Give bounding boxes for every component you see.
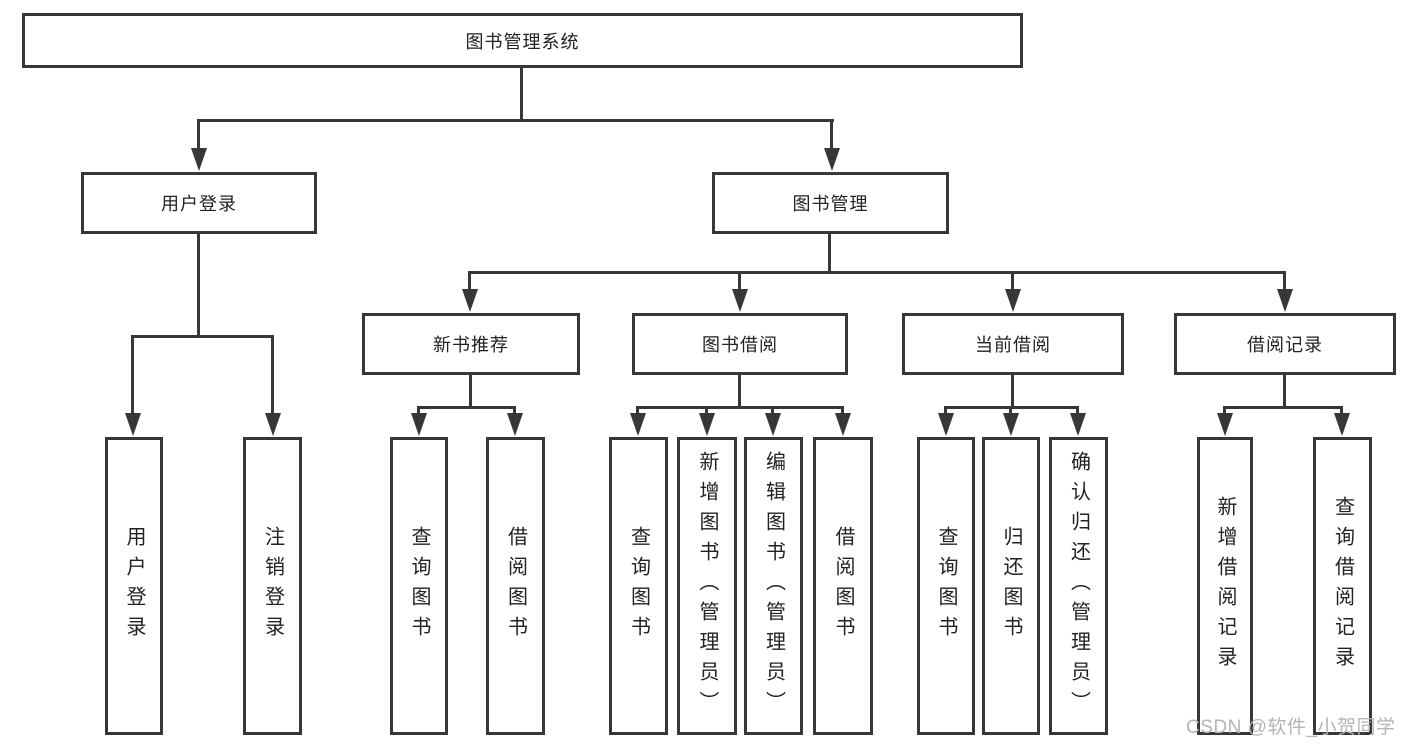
- connector-line: [417, 406, 516, 409]
- connector-line: [520, 68, 523, 121]
- connector-line: [417, 407, 420, 416]
- arrowhead-down-icon: [265, 413, 281, 436]
- node-book-management: 图书管理: [712, 172, 949, 234]
- arrowhead-down-icon: [462, 289, 478, 312]
- leaf-query-books-2: 查询图书: [609, 437, 668, 735]
- connector-line: [469, 375, 472, 409]
- arrowhead-down-icon: [824, 148, 840, 171]
- leaf-user-login-label: 用户登录: [123, 526, 145, 646]
- node-borrow-records-label: 借阅记录: [1247, 335, 1323, 355]
- arrowhead-down-icon: [699, 413, 715, 436]
- leaf-borrow-books-1: 借阅图书: [486, 437, 545, 735]
- node-book-management-label: 图书管理: [792, 194, 869, 214]
- arrowhead-down-icon: [1003, 413, 1019, 436]
- connector-line: [738, 272, 741, 293]
- arrowhead-down-icon: [732, 289, 748, 312]
- connector-line: [1340, 407, 1343, 416]
- node-current-borrow: 当前借阅: [902, 313, 1124, 375]
- connector-line: [468, 272, 471, 293]
- leaf-add-borrow-record: 新增借阅记录: [1197, 437, 1253, 735]
- arrowhead-down-icon: [765, 413, 781, 436]
- connector-line: [131, 336, 134, 414]
- leaf-borrow-books-2-label: 借阅图书: [832, 526, 854, 646]
- leaf-return-books: 归还图书: [982, 437, 1040, 735]
- connector-line: [197, 120, 200, 152]
- node-borrow-records: 借阅记录: [1174, 313, 1396, 375]
- arrowhead-down-icon: [1070, 413, 1086, 436]
- connector-line: [513, 407, 516, 416]
- connector-line: [636, 406, 844, 409]
- node-root-label: 图书管理系统: [465, 31, 580, 52]
- arrowhead-down-icon: [1005, 289, 1021, 312]
- connector-line: [468, 271, 1286, 274]
- arrowhead-down-icon: [411, 413, 427, 436]
- arrowhead-down-icon: [191, 148, 207, 171]
- leaf-add-books-admin: 新增图书（管理员）: [677, 437, 737, 735]
- connector-line: [944, 407, 947, 416]
- connector-line: [738, 375, 741, 409]
- arrowhead-down-icon: [1334, 413, 1350, 436]
- connector-line: [1011, 375, 1014, 409]
- connector-line: [705, 407, 708, 416]
- leaf-query-borrow-record-label: 查询借阅记录: [1331, 496, 1354, 676]
- leaf-query-books-1: 查询图书: [390, 437, 448, 735]
- connector-line: [131, 335, 274, 338]
- leaf-logout-label: 注销登录: [261, 526, 284, 646]
- connector-line: [1223, 407, 1226, 416]
- leaf-borrow-books-2: 借阅图书: [813, 437, 873, 735]
- leaf-query-books-3-label: 查询图书: [935, 526, 957, 646]
- arrowhead-down-icon: [1217, 413, 1233, 436]
- node-current-borrow-label: 当前借阅: [975, 335, 1051, 355]
- connector-line: [636, 407, 639, 416]
- leaf-query-borrow-record: 查询借阅记录: [1313, 437, 1372, 735]
- connector-line: [771, 407, 774, 416]
- node-user-login: 用户登录: [81, 172, 317, 234]
- arrowhead-down-icon: [125, 413, 141, 436]
- arrowhead-down-icon: [630, 413, 646, 436]
- connector-line: [830, 120, 833, 152]
- connector-line: [1011, 272, 1014, 293]
- leaf-add-books-admin-label: 新增图书（管理员）: [696, 451, 718, 721]
- connector-line: [197, 119, 834, 122]
- connector-line: [828, 234, 831, 274]
- leaf-confirm-return-admin: 确认归还（管理员）: [1049, 437, 1108, 735]
- connector-line: [1009, 407, 1012, 416]
- leaf-add-borrow-record-label: 新增借阅记录: [1214, 496, 1236, 676]
- connector-line: [841, 407, 844, 416]
- node-root: 图书管理系统: [22, 13, 1023, 68]
- connector-line: [1283, 272, 1286, 293]
- node-new-book-recommend: 新书推荐: [362, 313, 580, 375]
- leaf-edit-books-admin-label: 编辑图书（管理员）: [762, 451, 785, 721]
- node-new-book-recommend-label: 新书推荐: [433, 335, 509, 355]
- leaf-query-books-3: 查询图书: [917, 437, 975, 735]
- leaf-return-books-label: 归还图书: [1000, 526, 1022, 646]
- node-user-login-label: 用户登录: [161, 194, 237, 214]
- leaf-query-books-2-label: 查询图书: [627, 526, 650, 646]
- arrowhead-down-icon: [1277, 289, 1293, 312]
- leaf-confirm-return-admin-label: 确认归还（管理员）: [1067, 451, 1090, 721]
- leaf-query-books-1-label: 查询图书: [408, 526, 430, 646]
- arrowhead-down-icon: [938, 413, 954, 436]
- connector-line: [197, 234, 200, 338]
- connector-line: [1076, 407, 1079, 416]
- leaf-logout: 注销登录: [243, 437, 302, 735]
- arrowhead-down-icon: [507, 413, 523, 436]
- leaf-user-login: 用户登录: [105, 437, 163, 735]
- node-book-borrow: 图书借阅: [632, 313, 848, 375]
- arrowhead-down-icon: [835, 413, 851, 436]
- leaf-edit-books-admin: 编辑图书（管理员）: [744, 437, 803, 735]
- node-book-borrow-label: 图书借阅: [702, 335, 778, 355]
- connector-line: [1283, 375, 1286, 409]
- connector-line: [271, 336, 274, 414]
- leaf-borrow-books-1-label: 借阅图书: [504, 526, 527, 646]
- connector-line: [1223, 406, 1343, 409]
- csdn-watermark: CSDN @软件_小贺同学: [1186, 717, 1396, 738]
